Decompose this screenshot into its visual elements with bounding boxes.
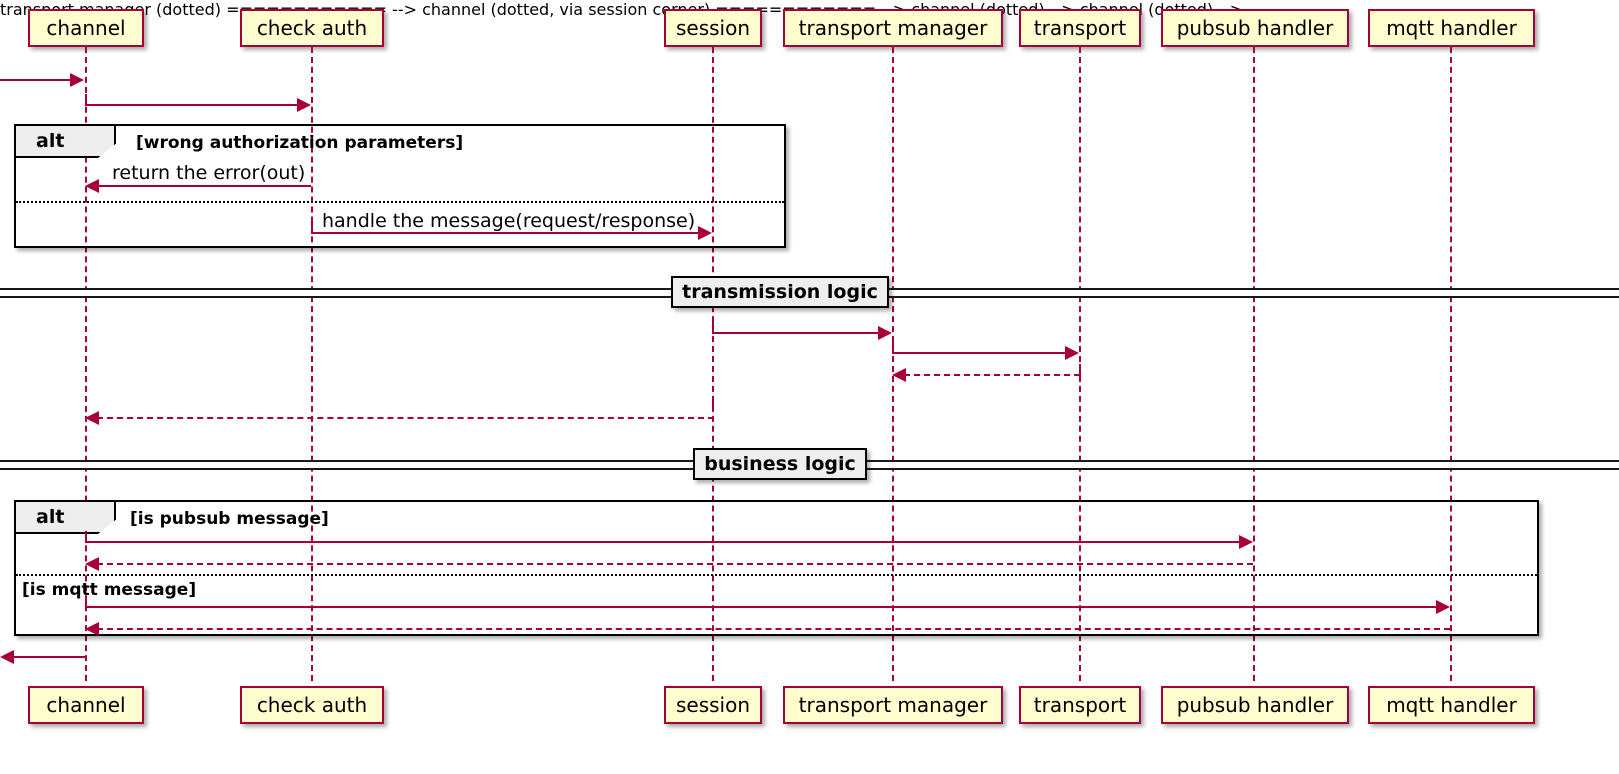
arrow-head-pubsub-to-channel (85, 557, 99, 571)
arrow-head-transport-manager-to-channel (85, 411, 99, 425)
message-line-outgoing-exit (12, 656, 86, 658)
message-line-handle-message (311, 232, 700, 234)
message-stub-session-to-transport-manager (712, 322, 714, 334)
participant-session-bottom[interactable]: session (664, 686, 762, 724)
lifeline-pubsub-handler (1253, 47, 1255, 681)
message-line-channel-to-pubsub (85, 541, 1241, 543)
message-stub-transport-manager-to-transport (892, 342, 894, 354)
participant-channel-top[interactable]: channel (28, 9, 144, 47)
lifeline-channel (85, 47, 87, 681)
message-stub-channel-to-check-auth (85, 94, 87, 106)
arrow-head-return-error (85, 179, 99, 193)
participant-check-auth-top[interactable]: check auth (240, 9, 384, 47)
arrow-head-session-to-transport-manager (878, 326, 892, 340)
participant-transport-top[interactable]: transport (1019, 9, 1141, 47)
message-line-transport-to-transport-manager (904, 374, 1080, 376)
arrow-head-channel-to-mqtt (1436, 600, 1450, 614)
message-stub-handle-message (311, 222, 313, 234)
message-line-session-to-transport-manager (712, 332, 880, 334)
message-line-channel-to-check-auth (85, 104, 299, 106)
message-line-channel-to-mqtt (85, 606, 1438, 608)
group-frame-alt-auth (14, 124, 786, 248)
group-divider-alt-auth (16, 201, 784, 203)
group-guard-alt-auth-0: [wrong authorization parameters] (136, 133, 464, 153)
lifeline-mqtt-handler (1450, 47, 1452, 681)
participant-mqtt-handler-top[interactable]: mqtt handler (1368, 9, 1535, 47)
arrow-head-channel-to-pubsub (1239, 535, 1253, 549)
group-tab-alt-auth: alt (16, 126, 116, 158)
message-line-pubsub-to-channel (97, 563, 1253, 565)
group-tab-alt-business: alt (16, 502, 116, 534)
message-stub-channel-to-pubsub (85, 531, 87, 543)
participant-pubsub-handler-top[interactable]: pubsub handler (1161, 9, 1349, 47)
message-stub-transport-manager-to-channel (712, 396, 714, 408)
participant-check-auth-bottom[interactable]: check auth (240, 686, 384, 724)
divider-box-transmission: transmission logic (671, 276, 889, 308)
participant-transport-manager-bottom[interactable]: transport manager (783, 686, 1003, 724)
message-stub-transport-to-transport-manager (1079, 364, 1081, 376)
participant-pubsub-handler-bottom[interactable]: pubsub handler (1161, 686, 1349, 724)
message-line-mqtt-to-channel (97, 628, 1450, 630)
message-label-handle-message: handle the message(request/response) (322, 210, 696, 232)
group-guard-alt-business-1: [is mqtt message] (22, 580, 197, 600)
group-guard-alt-business-0: [is pubsub message] (130, 509, 329, 529)
message-label-return-error: return the error(out) (112, 162, 306, 184)
arrow-head-handle-message (698, 226, 712, 240)
participant-session-top[interactable]: session (664, 9, 762, 47)
participant-channel-bottom[interactable]: channel (28, 686, 144, 724)
lifeline-transport-manager (892, 47, 894, 681)
arrow-head-incoming-entry (70, 73, 84, 87)
arrow-head-transport-manager-to-transport (1065, 346, 1079, 360)
participant-mqtt-handler-bottom[interactable]: mqtt handler (1368, 686, 1535, 724)
arrow-head-transport-to-transport-manager (892, 368, 906, 382)
divider-box-business: business logic (693, 448, 867, 480)
message-stub-channel-to-mqtt (85, 596, 87, 608)
message-line-transport-manager-to-channel (97, 417, 714, 419)
participant-transport-manager-top[interactable]: transport manager (783, 9, 1003, 47)
arrow-head-outgoing-exit (0, 650, 14, 664)
arrow-head-channel-to-check-auth (297, 98, 311, 112)
lifeline-session (712, 47, 714, 681)
message-line-incoming-entry (0, 79, 72, 81)
message-line-transport-manager-to-transport (892, 352, 1067, 354)
message-line-return-error (97, 185, 311, 187)
group-divider-alt-business (16, 574, 1537, 576)
lifeline-check-auth (311, 47, 313, 681)
participant-transport-bottom[interactable]: transport (1019, 686, 1141, 724)
arrow-head-mqtt-to-channel (85, 622, 99, 636)
group-frame-alt-business (14, 500, 1539, 636)
